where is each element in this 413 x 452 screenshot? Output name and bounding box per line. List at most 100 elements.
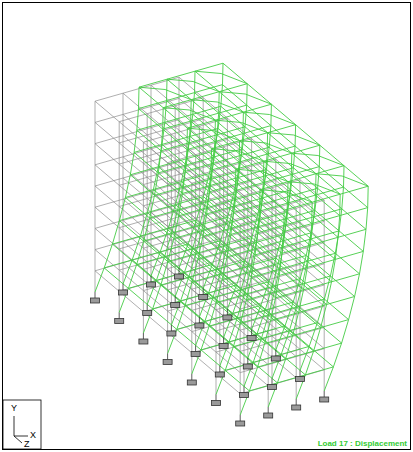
column-member bbox=[335, 231, 339, 253]
beam-member bbox=[269, 282, 293, 303]
beam-member bbox=[340, 208, 368, 216]
column-member bbox=[95, 228, 96, 249]
beam-member bbox=[144, 233, 172, 241]
column-member bbox=[95, 144, 96, 165]
column-member bbox=[300, 346, 309, 370]
column-member bbox=[196, 321, 205, 345]
column-member bbox=[190, 114, 193, 136]
x-axis bbox=[14, 436, 28, 437]
column-member bbox=[137, 109, 139, 131]
beam-member bbox=[314, 343, 342, 351]
column-member bbox=[309, 323, 317, 347]
column-member bbox=[240, 391, 249, 415]
beam-member bbox=[258, 225, 286, 233]
column-member bbox=[367, 186, 369, 207]
beam-member bbox=[217, 269, 241, 290]
deformed-frame bbox=[95, 63, 368, 415]
beam-member bbox=[249, 383, 277, 391]
support-stem bbox=[191, 374, 192, 380]
beam-member bbox=[236, 169, 260, 190]
beam-member bbox=[253, 354, 281, 362]
column-member bbox=[257, 310, 265, 334]
roof-brace bbox=[193, 82, 219, 92]
roof-brace bbox=[290, 164, 316, 174]
beam-member bbox=[156, 272, 184, 280]
column-member bbox=[209, 269, 217, 293]
support-stem bbox=[251, 330, 252, 336]
column-member bbox=[201, 326, 209, 350]
beam-member bbox=[246, 300, 270, 321]
beam-member bbox=[317, 323, 341, 344]
beam-member bbox=[211, 170, 235, 191]
beam-member bbox=[191, 92, 219, 100]
beam-member bbox=[187, 150, 211, 171]
column-member bbox=[123, 93, 124, 114]
column-member bbox=[184, 249, 192, 273]
beam-member bbox=[153, 309, 177, 330]
beam-member bbox=[95, 144, 119, 165]
beam-member bbox=[296, 264, 324, 272]
fixed-support bbox=[147, 282, 156, 287]
column-member bbox=[305, 351, 313, 375]
axis-label: X bbox=[30, 431, 36, 440]
fixed-support bbox=[91, 298, 100, 303]
column-member bbox=[128, 265, 136, 289]
beam-member bbox=[223, 63, 247, 83]
beam-member bbox=[139, 109, 163, 130]
column-member bbox=[218, 106, 221, 128]
column-member bbox=[147, 190, 153, 213]
support-stem bbox=[171, 325, 172, 331]
fixed-support bbox=[296, 377, 305, 382]
beam-member bbox=[240, 315, 268, 323]
column-member bbox=[300, 201, 301, 222]
column-member bbox=[268, 383, 277, 407]
beam-member bbox=[310, 237, 338, 245]
column-member bbox=[147, 280, 156, 304]
beam-member bbox=[207, 214, 231, 235]
column-member bbox=[229, 318, 237, 342]
fixed-support bbox=[119, 290, 128, 295]
column-member bbox=[175, 272, 184, 296]
beam-member bbox=[233, 313, 257, 334]
beam-member bbox=[234, 212, 258, 233]
beam-member bbox=[132, 260, 156, 281]
column-member bbox=[242, 127, 245, 149]
column-member bbox=[130, 152, 134, 174]
support-stem bbox=[219, 366, 220, 372]
beam-member bbox=[192, 282, 216, 303]
beam-member bbox=[260, 211, 284, 232]
beam-member bbox=[163, 100, 191, 108]
axis-label: Z bbox=[24, 440, 30, 449]
column-member bbox=[355, 274, 360, 297]
beam-member bbox=[289, 331, 313, 352]
beam-member bbox=[300, 279, 324, 300]
support-stem bbox=[167, 354, 168, 360]
beam-member bbox=[209, 184, 237, 192]
beam-member bbox=[281, 354, 305, 375]
column-member bbox=[143, 309, 152, 333]
column-member bbox=[119, 164, 120, 185]
roof-brace bbox=[292, 153, 318, 155]
support-stem bbox=[151, 276, 152, 282]
fixed-support bbox=[175, 274, 184, 279]
column-member bbox=[95, 207, 96, 228]
beam-member bbox=[264, 161, 288, 182]
column-member bbox=[333, 343, 341, 367]
column-member bbox=[300, 256, 306, 279]
fixed-support bbox=[139, 339, 148, 344]
column-member bbox=[342, 187, 344, 209]
column-member bbox=[168, 329, 177, 353]
beam-member bbox=[255, 255, 279, 276]
beam-member bbox=[163, 129, 187, 150]
beam-member bbox=[147, 213, 171, 234]
beam-member bbox=[163, 108, 187, 129]
beam-member bbox=[243, 112, 267, 133]
viewport-border bbox=[3, 3, 411, 450]
column-member bbox=[315, 188, 318, 210]
beam-member bbox=[276, 290, 304, 298]
beam-member bbox=[243, 104, 271, 112]
column-member bbox=[162, 108, 164, 129]
beam-member bbox=[312, 216, 340, 224]
